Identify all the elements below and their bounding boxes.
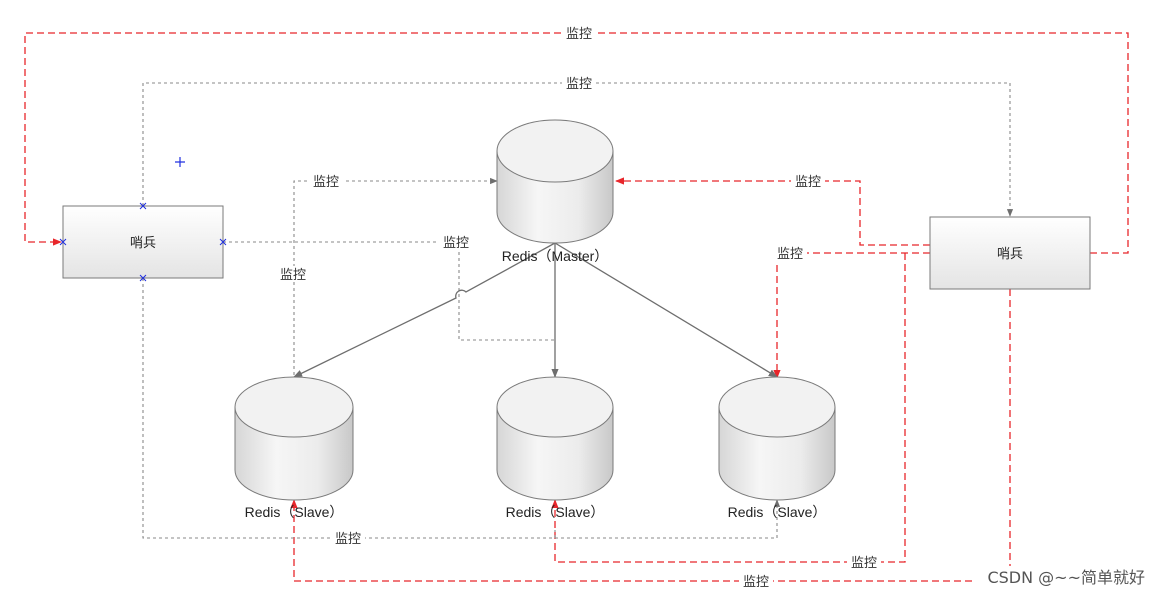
sentinel-right-label: 哨兵 bbox=[997, 247, 1023, 262]
edge-label-bottom-red-low: 监控 bbox=[743, 575, 769, 590]
edge-right-to-slave2 bbox=[551, 253, 906, 563]
edge-label-left-right-mid: 监控 bbox=[443, 236, 469, 251]
db-slave-3-label: Redis（Slave） bbox=[728, 504, 827, 520]
replication-master-slave3 bbox=[554, 242, 778, 378]
edge-right-to-master bbox=[615, 177, 930, 246]
edge-label-bottom-gray: 监控 bbox=[335, 532, 361, 547]
db-master-label: Redis（Master） bbox=[502, 248, 609, 264]
sentinel-left-label: 哨兵 bbox=[130, 236, 156, 251]
crosshair-icon bbox=[175, 157, 185, 167]
edge-left-to-master bbox=[293, 177, 498, 375]
db-master: Redis（Master） bbox=[496, 119, 614, 264]
sentinel-left: 哨兵 bbox=[59, 202, 227, 282]
edge-label-right-to-slave3: 监控 bbox=[777, 247, 803, 262]
edge-top-gray bbox=[142, 82, 1014, 217]
db-slave-2-label: Redis（Slave） bbox=[506, 504, 605, 520]
edge-label-left-to-master: 监控 bbox=[313, 175, 339, 190]
edge-label-top-red: 监控 bbox=[566, 27, 592, 42]
watermark: CSDN @~~简单就好 bbox=[987, 568, 1145, 587]
db-slave-2: Redis（Slave） bbox=[496, 376, 614, 520]
edge-right-to-slave3 bbox=[773, 252, 930, 379]
edge-bottom-gray bbox=[142, 278, 781, 539]
edge-right-to-slave1 bbox=[290, 289, 1011, 582]
sentinel-right: 哨兵 bbox=[929, 216, 1091, 290]
edge-label-right-to-master: 监控 bbox=[795, 175, 821, 190]
edge-label-left-to-slave1: 监控 bbox=[280, 268, 306, 283]
replication-master-slave1 bbox=[293, 242, 556, 378]
edge-label-top-gray: 监控 bbox=[566, 77, 592, 92]
edge-label-bottom-red-mid: 监控 bbox=[851, 556, 877, 571]
db-slave-1: Redis（Slave） bbox=[234, 376, 354, 520]
connection-anchor-icon bbox=[59, 202, 227, 282]
db-slave-1-label: Redis（Slave） bbox=[245, 504, 344, 520]
db-slave-3: Redis（Slave） bbox=[718, 376, 836, 520]
